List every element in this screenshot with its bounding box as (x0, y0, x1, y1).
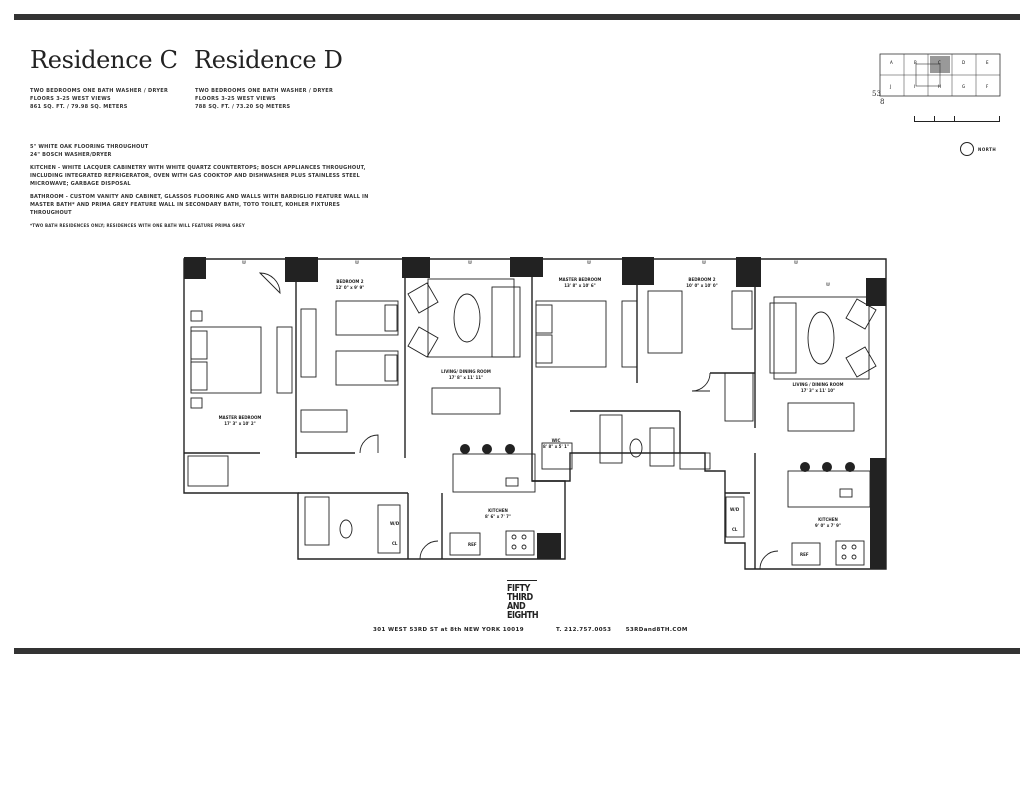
d-dining-table (787, 402, 855, 432)
avenue-label-8: 8 (880, 98, 885, 106)
d-kitchen-dims: 9' 0" x 7' 9" (815, 523, 841, 528)
feature-laundry: 24" BOSCH WASHER/DRYER (30, 152, 112, 158)
key-unit-a: A (890, 60, 893, 65)
residence-c-layout: TWO BEDROOMS ONE BATH WASHER / DRYER (30, 88, 169, 94)
d-bedroom2-bed (647, 290, 683, 354)
c-bedroom2-dims: 12' 0" x 9' 9" (336, 285, 365, 290)
d-kitchen-island (787, 470, 871, 508)
residence-d-layout: TWO BEDROOMS ONE BATH WASHER / DRYER (195, 88, 334, 94)
key-unit-b: B (914, 60, 917, 65)
residence-c-title: Residence C (30, 46, 178, 74)
footer-contact: T. 212.757.0053 53RDand8TH.COM (556, 627, 688, 633)
c-living-rug (427, 278, 515, 358)
d-living-dims: 17' 3" x 11' 10" (801, 388, 835, 393)
c-master-name: MASTER BEDROOM (219, 415, 262, 420)
residence-c-floors: FLOORS 3-25 WEST VIEWS (30, 96, 111, 102)
d-living-name: LIVING / DINING ROOM (792, 382, 843, 387)
d-ref-label: REF (800, 552, 809, 557)
d-kitchen-name: KITCHEN (818, 517, 838, 522)
c-sofa (491, 286, 521, 358)
window-label-5: W (702, 260, 706, 265)
window-label-3: W (468, 260, 472, 265)
fifty-third-and-eighth-logo: FIFTY THIRD AND EIGHTH (507, 580, 539, 621)
c-living-dims: 17' 8" x 11' 11" (449, 375, 483, 380)
logo-line-1: FIFTY (507, 583, 530, 594)
scale-bar (914, 116, 1000, 122)
d-wic-name: WIC (552, 438, 561, 443)
residence-d-area: 788 SQ. FT. / 73.20 SQ METERS (195, 104, 291, 110)
residence-c-area: 861 SQ. FT. / 79.98 SQ. METERS (30, 104, 128, 110)
feature-kitchen: KITCHEN - WHITE LACQUER CABINETRY WITH W… (30, 165, 366, 187)
d-master-dims: 13' 8" x 10' 6" (564, 283, 595, 288)
d-bedroom2-dims: 10' 0" x 10' 0" (686, 283, 717, 288)
c-master-bed (190, 326, 262, 394)
floor-plan: W W W W W W W (183, 257, 887, 570)
key-unit-g: G (962, 84, 965, 89)
residence-d-summary: TWO BEDROOMS ONE BATH WASHER / DRYER FLO… (195, 87, 333, 111)
logo-line-2: THIRD (507, 592, 533, 603)
d-master-name: MASTER BEDROOM (559, 277, 602, 282)
key-unit-f: F (986, 84, 989, 89)
footer-address: 301 WEST 53RD ST at 8th NEW YORK 10019 (373, 627, 524, 633)
d-master-bed (535, 300, 607, 368)
top-border-bar (14, 14, 1020, 20)
logo-line-4: EIGHTH (507, 610, 539, 621)
d-wd-label: W/D (730, 507, 740, 512)
residence-d-floors: FLOORS 3-25 WEST VIEWS (195, 96, 276, 102)
d-sofa (769, 302, 797, 374)
street-label-53: 53 (872, 90, 881, 98)
key-unit-i: I (914, 84, 915, 89)
c-ref-label: REF (468, 542, 477, 547)
window-label-2: W (355, 260, 359, 265)
key-unit-j: J (889, 84, 891, 89)
c-bedroom2-bed-2 (335, 350, 399, 386)
residence-d-title: Residence D (194, 46, 343, 74)
c-kitchen-name: KITCHEN (488, 508, 508, 513)
c-wd-label: W/D (390, 521, 400, 526)
c-closet-label: CL (392, 541, 398, 546)
feature-note: *TWO BATH RESIDENCES ONLY; RESIDENCES WI… (30, 223, 245, 228)
key-unit-c: C (938, 60, 941, 65)
c-bedroom2-bed-1 (335, 300, 399, 336)
c-living-name: LIVING/ DINING ROOM (441, 369, 491, 374)
c-washer-dryer (377, 504, 401, 554)
window-label-4: W (587, 260, 591, 265)
key-unit-h: H (938, 84, 941, 89)
d-living-rug (773, 296, 870, 380)
footer-phone: T. 212.757.0053 (556, 627, 612, 633)
d-bedroom2-name: BEDROOM 2 (688, 277, 715, 282)
residence-c-summary: TWO BEDROOMS ONE BATH WASHER / DRYER FLO… (30, 87, 168, 111)
c-master-dims: 17' 3" x 10' 2" (224, 421, 255, 426)
window-label-7: W (826, 282, 830, 287)
d-closet-label: CL (732, 527, 738, 532)
feature-bathroom: BATHROOM - CUSTOM VANITY AND CABINET, GL… (30, 194, 369, 216)
features-list: 5" WHITE OAK FLOORING THROUGHOUT 24" BOS… (30, 143, 370, 235)
compass-icon (960, 142, 974, 156)
logo-line-3: AND (507, 601, 526, 612)
footer-website[interactable]: 53RDand8TH.COM (625, 627, 688, 633)
d-wic-dims: 8' 8" x 5' 1" (543, 444, 569, 449)
north-label: NORTH (978, 147, 997, 152)
d-washer-dryer (725, 496, 745, 538)
residence-c-outline (183, 258, 566, 560)
key-unit-e: E (986, 60, 989, 65)
feature-flooring: 5" WHITE OAK FLOORING THROUGHOUT (30, 144, 149, 150)
bottom-border-bar (14, 648, 1020, 654)
c-kitchen-island (452, 453, 536, 493)
window-label-1: W (242, 260, 246, 265)
key-unit-d: D (962, 60, 965, 65)
c-kitchen-dims: 8' 6" x 7' 7" (485, 514, 511, 519)
c-dining-table (431, 387, 501, 415)
window-label-6: W (794, 260, 798, 265)
key-plan: A B C D E J I H G F (879, 53, 1001, 97)
c-bedroom2-name: BEDROOM 2 (336, 279, 363, 284)
